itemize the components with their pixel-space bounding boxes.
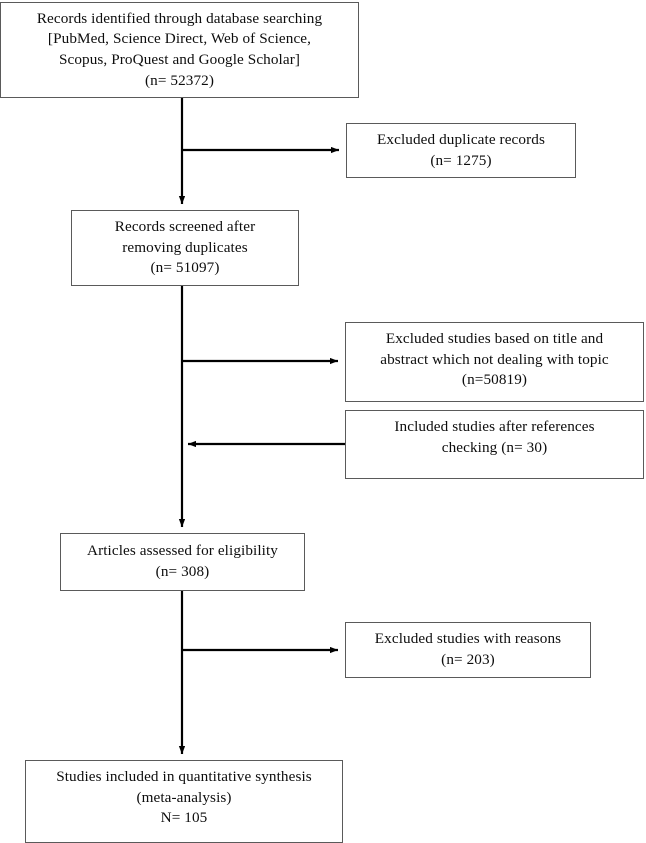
excluded-title-abstract-line-2: abstract which not dealing with topic (380, 350, 609, 368)
studies-included-count: N= 105 (160, 809, 208, 827)
excluded-reasons-count: (n= 203) (441, 651, 495, 668)
records-identified-box: Records identified through database sear… (0, 2, 359, 98)
records-screened-box: Records screened after removing duplicat… (71, 210, 299, 286)
records-screened-line-2: removing duplicates (122, 238, 248, 256)
excluded-reasons-line-1: Excluded studies with reasons (374, 630, 562, 648)
studies-included-line-2: (meta-analysis) (136, 788, 232, 806)
excluded-title-abstract-count: (n=50819) (461, 371, 528, 389)
excluded-studies-title-abstract-box: Excluded studies based on title and abst… (345, 322, 644, 402)
studies-included-line-1: Studies included in quantitative synthes… (56, 768, 312, 785)
studies-included-quantitative-synthesis-box: Studies included in quantitative synthes… (25, 760, 343, 843)
records-identified-line-3: Scopus, ProQuest and Google Scholar] (58, 51, 301, 68)
articles-assessed-line-1: Articles assessed for eligibility (87, 542, 278, 560)
excluded-duplicate-records-box: Excluded duplicate records (n= 1275) (346, 123, 576, 178)
excluded-studies-with-reasons-box: Excluded studies with reasons (n= 203) (345, 622, 591, 678)
included-references-line-2: checking (n= 30) (441, 438, 548, 456)
records-screened-line-1: Records screened after (114, 217, 256, 235)
articles-assessed-eligibility-box: Articles assessed for eligibility (n= 30… (60, 533, 305, 591)
articles-assessed-count: (n= 308) (155, 563, 210, 580)
included-references-line-1: Included studies after references (394, 418, 595, 435)
records-identified-line-2: [PubMed, Science Direct, Web of Science, (47, 30, 312, 48)
excluded-title-abstract-line-1: Excluded studies based on title and (385, 330, 604, 347)
excluded-duplicates-count: (n= 1275) (430, 151, 492, 169)
records-identified-line-1: Records identified through database sear… (36, 9, 323, 27)
records-identified-count: (n= 52372) (144, 71, 215, 89)
records-screened-count: (n= 51097) (150, 259, 220, 277)
excluded-duplicates-line-1: Excluded duplicate records (377, 130, 545, 148)
included-studies-references-box: Included studies after references checki… (345, 410, 644, 479)
